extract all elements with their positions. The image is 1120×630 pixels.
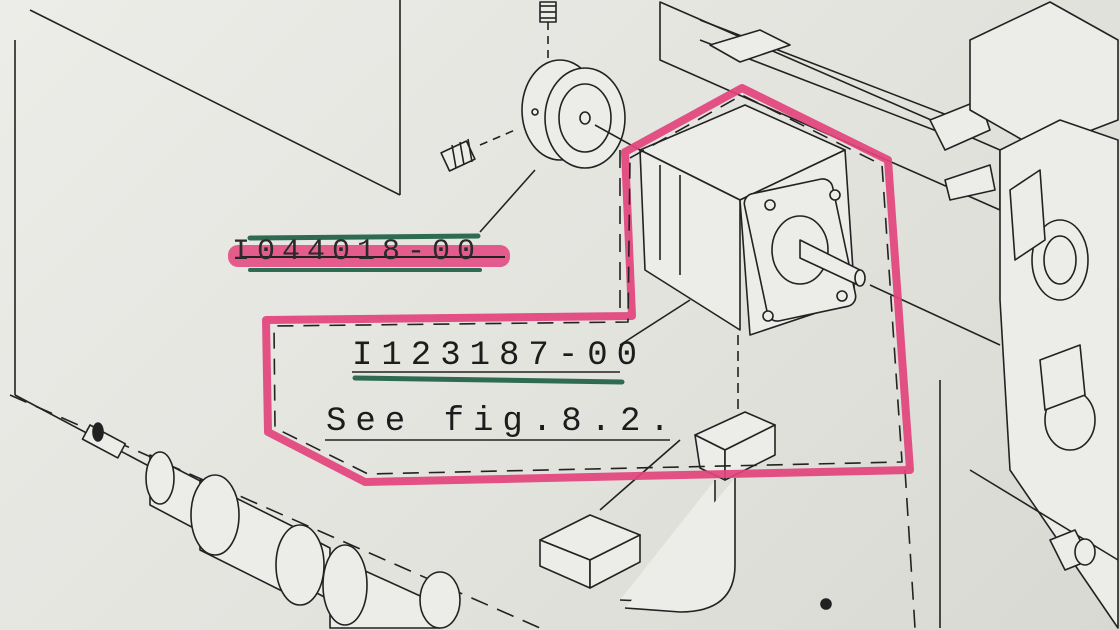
old-part-number: I044018-00: [232, 235, 483, 269]
highlight-outline: [262, 84, 914, 486]
pulley: [521, 59, 641, 169]
green-overline: [247, 233, 481, 241]
stepper-motor: [619, 104, 1001, 410]
figure-reference: See fig.8.2.: [326, 403, 679, 441]
new-part-number: I123187-00: [352, 337, 647, 375]
carriage-assembly: [659, 1, 1119, 629]
roller-shaft: [81, 422, 461, 629]
connector-cable: [325, 411, 776, 613]
set-screw: [440, 1, 557, 233]
green-underline-new: [352, 375, 625, 385]
dot-marker: [820, 598, 832, 610]
